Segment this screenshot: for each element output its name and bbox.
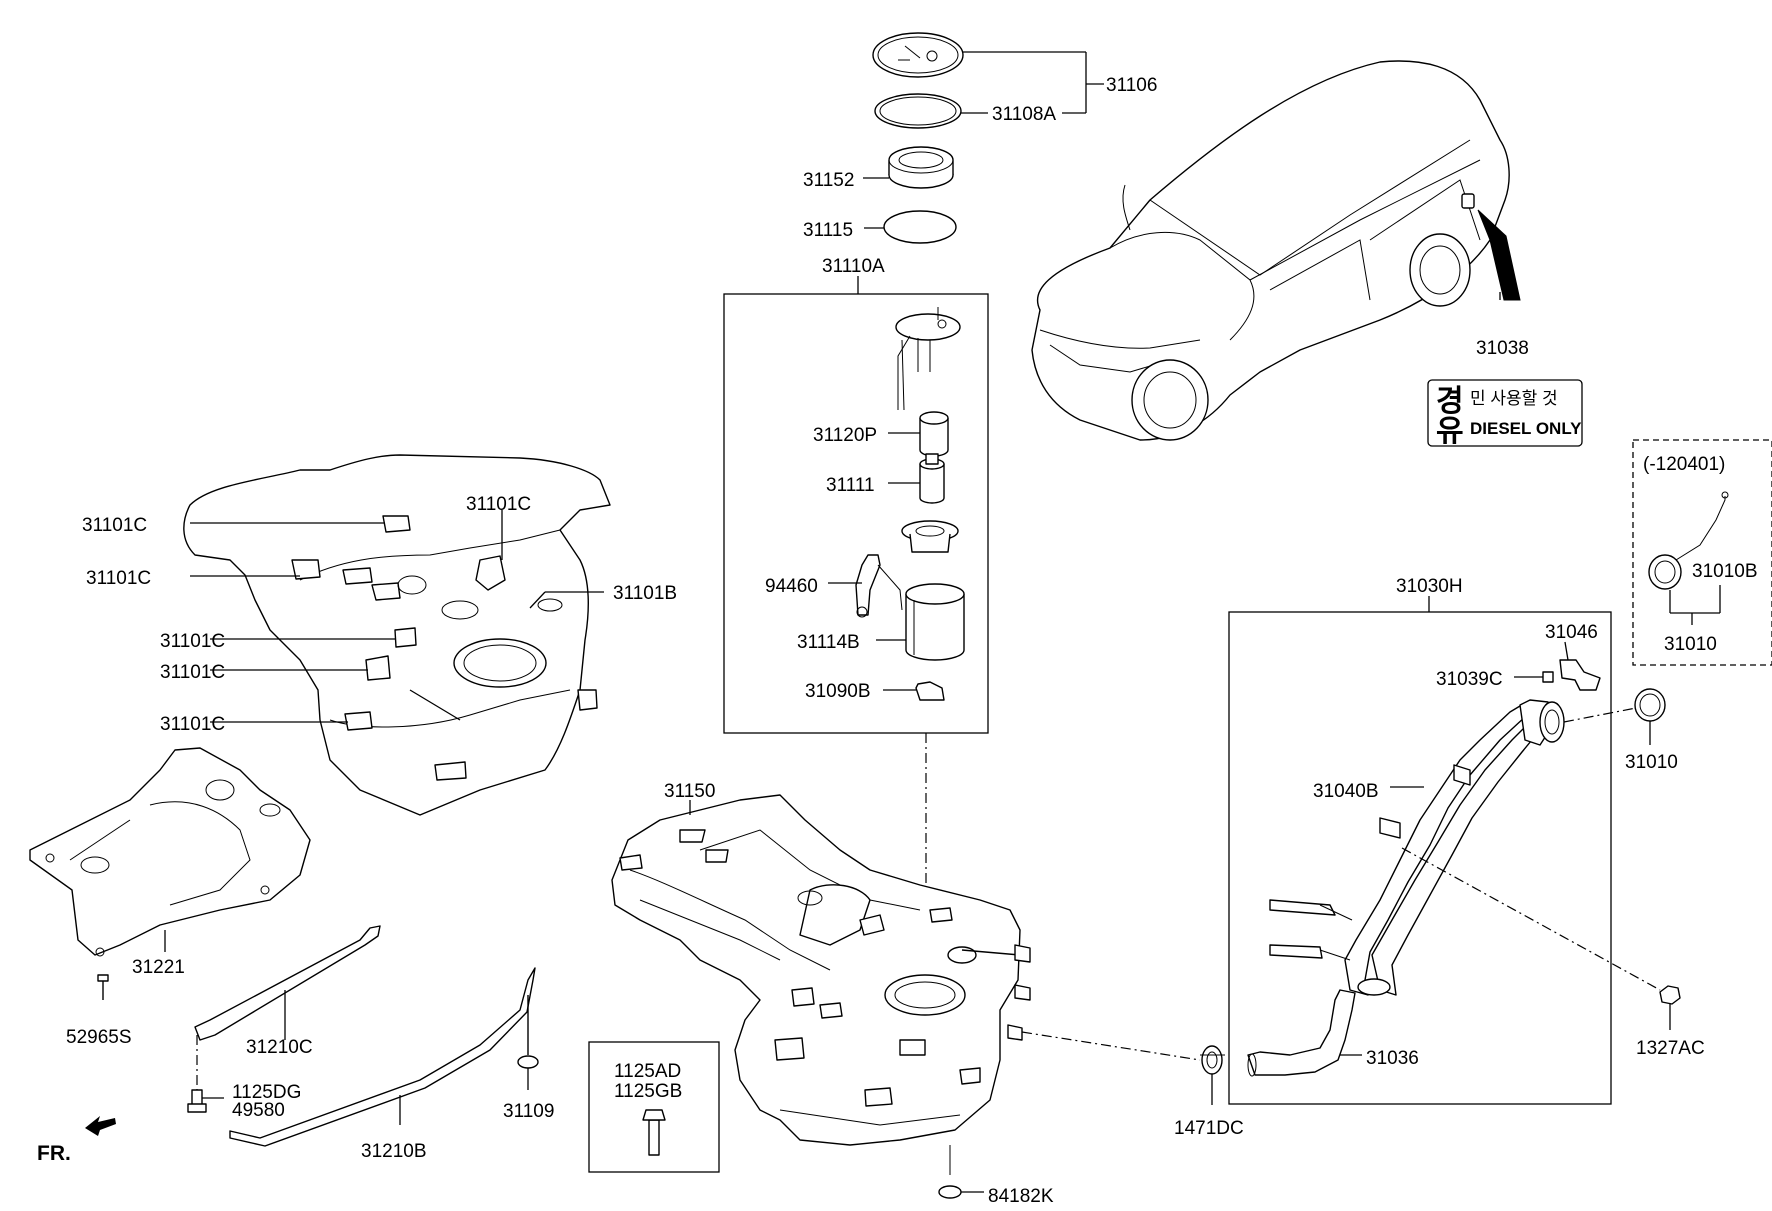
filler-neck-box [1228,596,1612,1105]
decal-korean-big-bottom: 유 [1436,415,1464,448]
decal-korean-big-top: 경 [1436,385,1464,418]
grommet-84182K [938,1185,984,1199]
label-front-direction: FR. [37,1142,71,1165]
label-31040B: 31040B [1313,781,1379,802]
nut-1327AC [1401,847,1681,1030]
bolt-box [588,1041,720,1173]
label-31101C-e: 31101C [160,662,225,683]
clamp-1471DC [1021,1031,1225,1105]
label-94460: 94460 [765,576,818,597]
label-52965S: 52965S [66,1027,132,1048]
label-31108A: 31108A [992,104,1056,125]
vehicle-illustration [1031,60,1521,441]
hose-31036 [1247,989,1362,1077]
pump-module-box [723,276,989,734]
label-31152: 31152 [803,170,854,191]
label-31120P: 31120P [813,425,877,446]
label-31114B: 31114B [797,632,860,653]
decal-korean-line: 민 사용할 것 [1470,389,1558,408]
gasket-31108A [874,93,1086,129]
label-31039C: 31039C [1436,669,1503,690]
label-31115: 31115 [803,220,853,241]
sender-94460 [828,554,903,618]
label-variant-date: (-120401) [1643,454,1725,475]
fuel-tank-31150 [611,794,1031,1175]
label-31010B: 31010B [1692,561,1758,582]
label-31010: 31010 [1625,752,1678,773]
decal-english-line: DIESEL ONLY [1470,419,1582,438]
front-direction-arrow [85,1116,116,1136]
label-31036: 31036 [1366,1048,1419,1069]
label-1471DC: 1471DC [1174,1118,1244,1139]
label-31111: 31111 [826,475,875,496]
label-31101B: 31101B [613,583,677,604]
fuel-cap-31010 [1563,688,1666,745]
label-31106: 31106 [1106,75,1157,96]
label-31090B: 31090B [805,681,871,702]
label-31101C-d: 31101C [160,631,225,652]
strap-31210B [229,967,536,1147]
pump-cover-plate-31106 [872,32,1104,113]
heat-shield-31221 [29,747,311,957]
tank-cover-31101B [183,454,611,816]
pump-flange-top [895,307,961,411]
label-31221: 31221 [132,957,185,978]
label-31101C-c: 31101C [86,568,151,589]
label-31101C-a: 31101C [82,515,147,536]
label-31046: 31046 [1545,622,1598,643]
label-31210B: 31210B [361,1141,427,1162]
filler-neck-31040B [1269,699,1565,996]
label-49580: 49580 [232,1100,285,1121]
bracket-31090B [883,681,945,701]
diesel-only-decal: 경 유 민 사용할 것 DIESEL ONLY [1427,379,1583,448]
bolt-1125DG [187,1035,224,1113]
label-31110A: 31110A [822,256,885,277]
fuel-cap-31010B [1648,491,1729,625]
reservoir-31114B [876,583,965,661]
label-1125GB: 1125GB [614,1081,682,1102]
label-31030H: 31030H [1396,576,1463,597]
pump-reservoir-cap [901,520,959,553]
strap-31210C [194,925,381,1041]
variant-box [1632,439,1772,666]
label-1125DG: 1125DG [232,1082,301,1103]
label-31150: 31150 [664,781,715,802]
label-31210C: 31210C [246,1037,313,1058]
fuel-pump-31111 [888,453,945,504]
label-31101C-f: 31101C [160,714,225,735]
lock-ring-31152 [863,146,954,189]
bracket-31046 [1559,641,1601,691]
clip-31039C [1514,671,1554,683]
label-1125AD: 1125AD [614,1061,681,1082]
label-31010-variant: 31010 [1664,634,1717,655]
o-ring-31115 [864,210,957,244]
bolt-52965S [97,974,109,1000]
label-31038: 31038 [1476,338,1529,359]
nut-31109 [517,995,539,1090]
label-31101C-b: 31101C [466,494,531,515]
label-1327AC: 1327AC [1636,1038,1705,1059]
filter-31120P [888,411,949,457]
label-31109: 31109 [503,1101,554,1122]
label-84182K: 84182K [988,1186,1054,1207]
